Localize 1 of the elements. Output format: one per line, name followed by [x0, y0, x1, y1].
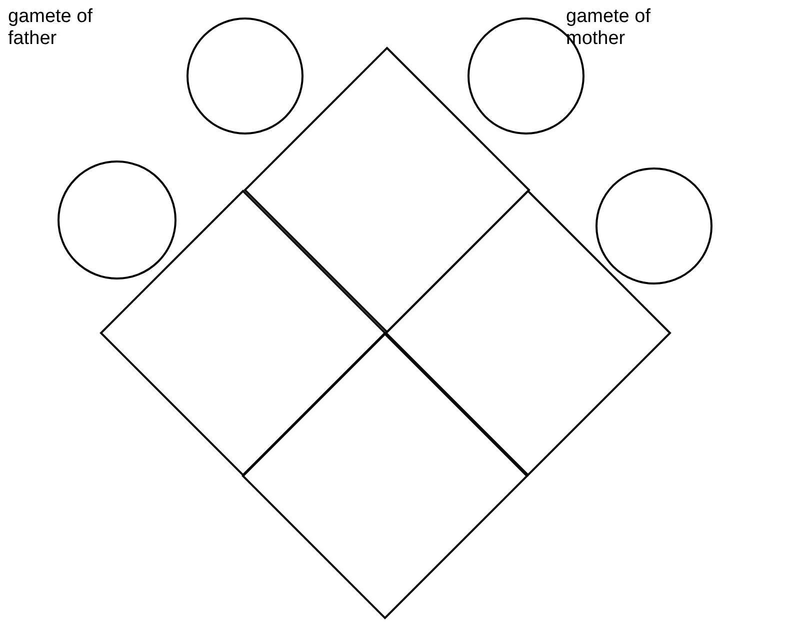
gamete-label: gamete of father: [8, 6, 94, 50]
